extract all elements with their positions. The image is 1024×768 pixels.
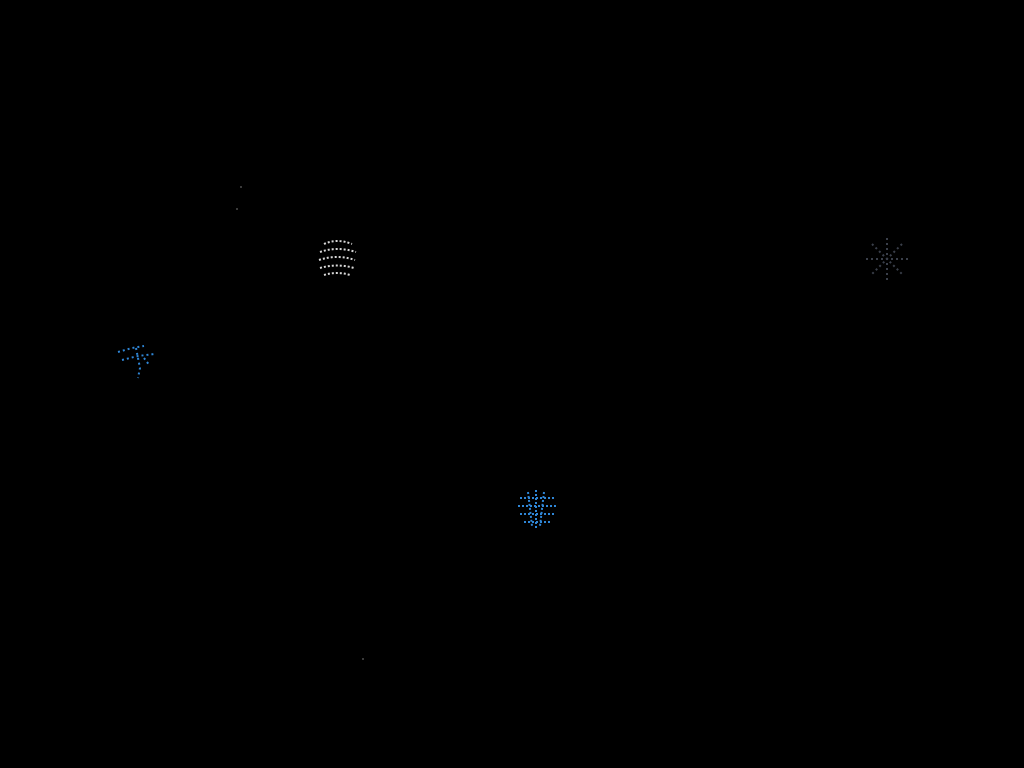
dark-star-icon <box>866 238 908 280</box>
blue-flyer-sprite <box>114 338 162 382</box>
striped-orb-sprite <box>314 236 360 280</box>
debris-speck <box>236 208 238 210</box>
blue-cluster-sprite <box>514 486 560 530</box>
striped-orb-icon <box>318 240 357 276</box>
blue-flyer-icon <box>117 345 155 379</box>
debris-speck <box>362 658 364 660</box>
blue-cluster-icon <box>518 490 556 528</box>
dark-star-sprite <box>862 234 912 284</box>
debris-speck <box>240 186 242 188</box>
